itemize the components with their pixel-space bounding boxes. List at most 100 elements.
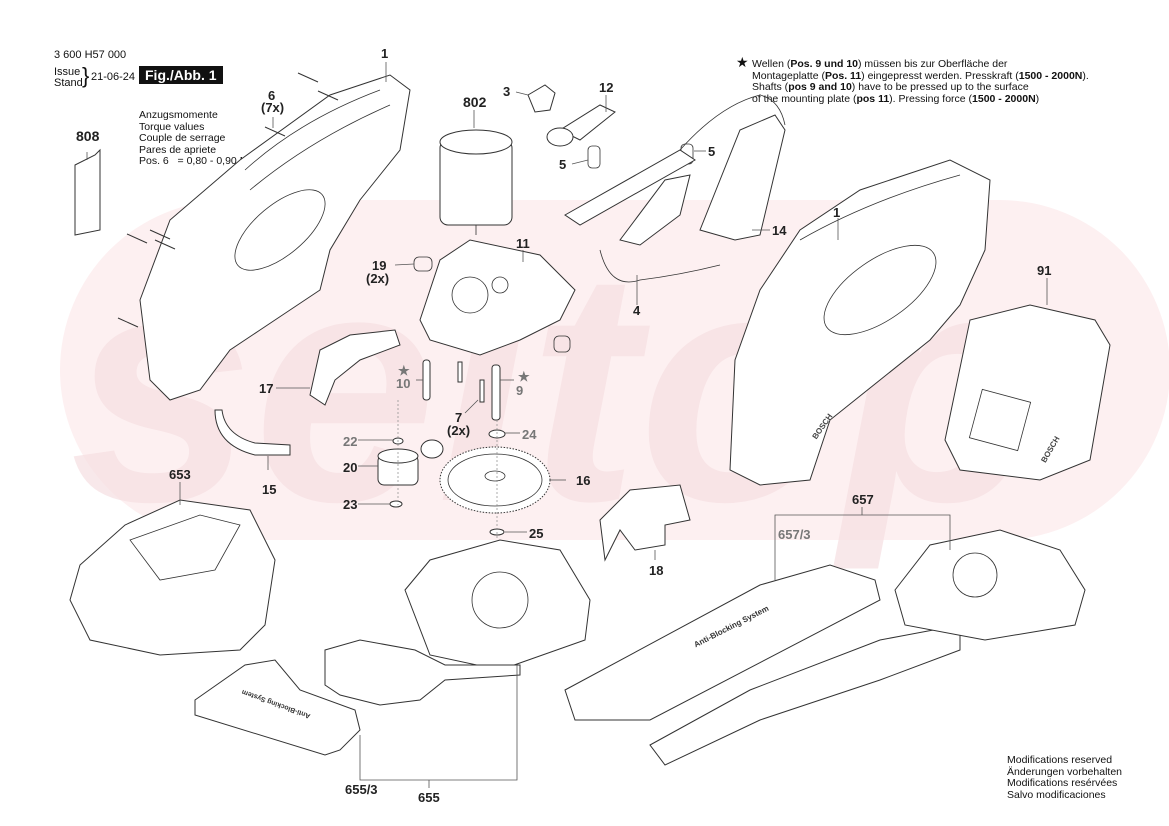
- part-5-spring-left: [587, 145, 601, 169]
- part-657-blade: [649, 624, 961, 766]
- part-16-gear-large: [439, 446, 551, 514]
- mod-de: Änderungen vorbehalten: [1007, 765, 1123, 778]
- note-bold: Pos. 11: [824, 69, 862, 82]
- callout-9[interactable]: 9: [516, 383, 524, 398]
- part-6-screws: [117, 72, 339, 328]
- part-7-screw: [457, 361, 463, 383]
- mod-es: Salvo modificaciones: [1007, 788, 1106, 801]
- note-bold: pos 11: [856, 93, 890, 106]
- leader-lines: [86, 62, 1048, 788]
- callout-19[interactable]: 19: [372, 258, 387, 273]
- callout-17[interactable]: 17: [259, 381, 274, 396]
- stand-label: Stand: [54, 77, 83, 89]
- part-19-spring: [413, 256, 433, 272]
- housing-left-opening: [234, 189, 326, 271]
- part-10-shaft: [422, 359, 431, 401]
- callout-4[interactable]: 4: [633, 303, 641, 318]
- callout-7[interactable]: 7: [455, 410, 463, 425]
- callout-20[interactable]: 20: [343, 460, 358, 475]
- modifications-reserved: Modifications reserved Änderungen vorbeh…: [1007, 754, 1123, 801]
- callout-24[interactable]: 24: [522, 427, 537, 442]
- note-text: ).: [1082, 69, 1089, 82]
- callout-15[interactable]: 15: [262, 482, 277, 497]
- part-802-motor: [439, 129, 513, 235]
- part-4-wiring: [599, 249, 721, 283]
- part-17-holder: [309, 329, 401, 406]
- part-808-label: [74, 148, 101, 236]
- callout-657[interactable]: 657: [852, 492, 874, 507]
- part-19-spring-2: [553, 335, 571, 353]
- callout-22[interactable]: 22: [343, 434, 358, 449]
- part-655-housing: [404, 539, 591, 671]
- note-bold: 1500 - 2000N: [972, 93, 1036, 106]
- part-20-gear-small: [420, 439, 444, 459]
- callout-1-right[interactable]: 1: [833, 205, 841, 220]
- callout-655[interactable]: 655: [418, 790, 440, 805]
- mod-fr: Modifications resérvées: [1007, 777, 1118, 789]
- callout-657-3[interactable]: 657/3: [778, 527, 811, 542]
- part-14-pcb: [699, 114, 786, 241]
- torque-fr: Couple de serrage: [139, 132, 226, 144]
- note-bold: pos 9 and 10: [788, 81, 852, 94]
- part-23-clip: [389, 500, 403, 508]
- callout-10[interactable]: 10: [396, 376, 411, 391]
- part-20-gear: [377, 448, 419, 486]
- callout-23[interactable]: 23: [343, 497, 358, 512]
- note-text: ) müssen bis zur Oberfläche der: [858, 58, 1008, 70]
- issue-label: Issue: [54, 66, 81, 78]
- star-icon: ★: [736, 54, 749, 70]
- mod-en: Modifications reserved: [1007, 754, 1113, 766]
- part-1-housing-left: [139, 74, 411, 401]
- callout-6-qty: (7x): [261, 100, 285, 115]
- brace: }: [82, 63, 90, 88]
- part-655-blade: [324, 639, 521, 706]
- part-14-cable: [679, 94, 786, 151]
- issue-date: 21-06-24: [91, 71, 136, 83]
- part-1-housing-right: [729, 159, 991, 486]
- torque-es: Pares de apriete: [139, 143, 217, 156]
- callout-12[interactable]: 12: [599, 80, 614, 95]
- callout-19-qty: (2x): [366, 271, 390, 286]
- callout-91[interactable]: 91: [1037, 263, 1052, 278]
- part-7-screw-2: [479, 379, 485, 403]
- part-91-battery: [944, 304, 1111, 481]
- callout-1-left[interactable]: 1: [381, 46, 389, 61]
- part-18-bracket: [599, 484, 691, 562]
- callout-3[interactable]: 3: [503, 84, 511, 99]
- callout-653[interactable]: 653: [169, 467, 191, 482]
- note-text: Montageplatte (: [752, 69, 825, 82]
- part-657-3-guard: [564, 564, 881, 721]
- part-4-bracket: [619, 174, 691, 246]
- part-657-housing: [894, 529, 1086, 641]
- callout-6[interactable]: 6: [268, 88, 276, 103]
- torque-de: Anzugsmomente: [139, 109, 218, 121]
- housing-right-opening: [823, 244, 937, 336]
- callout-16[interactable]: 16: [576, 473, 591, 488]
- part-14-pcb-strip: [564, 149, 696, 226]
- callout-14[interactable]: 14: [772, 223, 787, 238]
- torque-en: Torque values: [139, 120, 205, 133]
- note-text: ) eingepresst werden. Presskraft (: [861, 69, 1019, 82]
- part-12-button: [546, 127, 574, 147]
- part-number: 3 600 H57 000: [54, 49, 127, 61]
- note-text: Wellen (: [752, 58, 791, 70]
- figure-label: Fig./Abb. 1: [139, 66, 223, 84]
- part-655-3-cover: [194, 659, 361, 756]
- star-icon-9: ★: [518, 369, 530, 384]
- callout-655-3[interactable]: 655/3: [345, 782, 378, 797]
- note-text: ). Pressing force (: [889, 93, 973, 106]
- callout-18[interactable]: 18: [649, 563, 664, 578]
- callout-7-qty: (2x): [447, 423, 471, 438]
- part-11-mounting-plate: [419, 239, 576, 356]
- star-icon-10: ★: [398, 363, 410, 378]
- note-bold: 1500 - 2000N: [1018, 69, 1083, 82]
- callout-802[interactable]: 802: [463, 94, 487, 110]
- callout-808[interactable]: 808: [76, 128, 100, 144]
- callout-5-left[interactable]: 5: [559, 157, 567, 172]
- callout-11[interactable]: 11: [516, 236, 530, 251]
- callout-25[interactable]: 25: [529, 526, 544, 541]
- callout-5-right[interactable]: 5: [708, 144, 716, 159]
- note-text: ) have to be pressed up to the surface: [851, 81, 1029, 94]
- pressing-note: ★ Wellen (Pos. 9 und 10) müssen bis zur …: [736, 55, 1089, 106]
